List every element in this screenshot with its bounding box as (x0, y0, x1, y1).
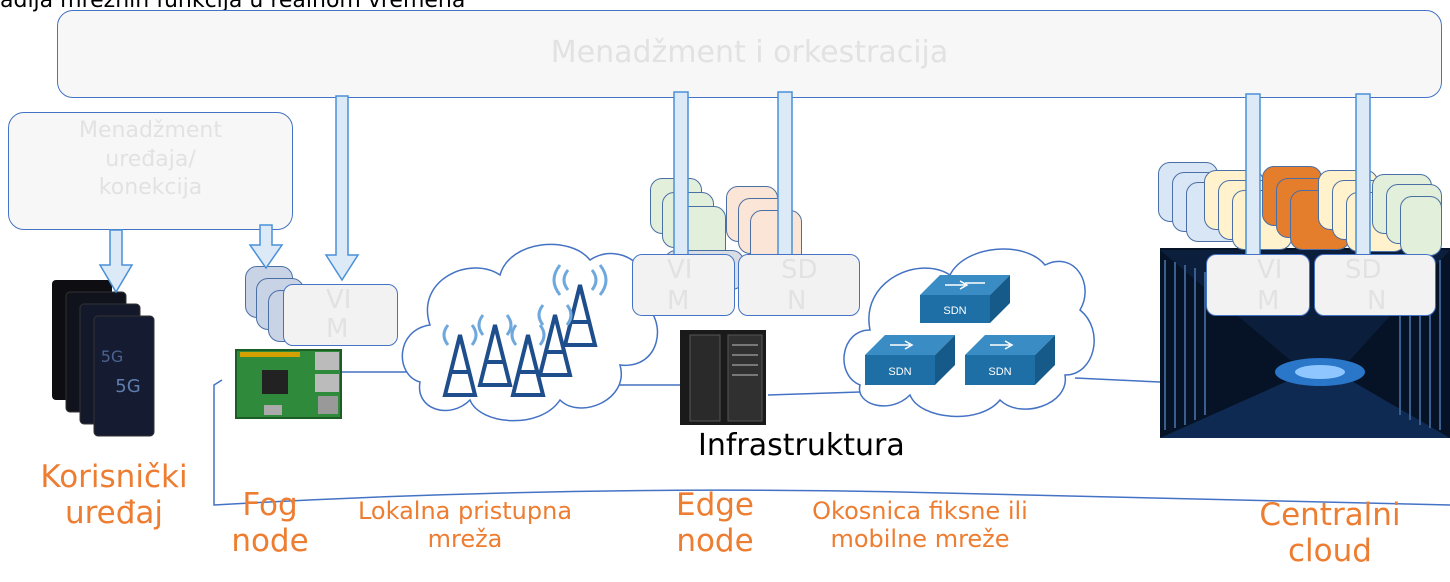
zone-line: Fog (242, 487, 298, 523)
vim-line: VI (667, 255, 693, 285)
svg-text:5G: 5G (101, 347, 124, 366)
sdn-switch-label: SDN (988, 366, 1011, 378)
sdn-switch-icon: SDN (920, 275, 1010, 323)
sdn-switch-label: SDN (888, 366, 911, 378)
device-mgmt-line: konekcija (98, 175, 203, 201)
zone-line: mobilne mreže (830, 524, 1010, 553)
cloud-vim-box: VI M (1206, 254, 1310, 316)
infrastructure-brace (213, 379, 1450, 506)
fog-vim-box: VI M (283, 284, 398, 346)
arrow-down-icon (324, 95, 360, 282)
zone-line: node (676, 522, 754, 559)
management-bar: Menadžment i orkestracija (57, 10, 1442, 98)
edge-sdn-box: SD N (738, 254, 860, 316)
zone-line: cloud (1288, 532, 1372, 569)
zone-line: mreža (427, 524, 503, 553)
zone-line: uređaj (64, 494, 164, 531)
top-caption: adija mrežnih funkcija u realnom vremena (0, 0, 466, 13)
antenna-icon (442, 284, 598, 397)
signal-waves-icon (442, 264, 608, 346)
sdn-switch-label: SDN (943, 305, 966, 317)
vim-line: M (667, 286, 690, 317)
smartphone-stack-icon: 5G 5G (52, 280, 155, 437)
zone-label-edge-node: Edge node (660, 487, 770, 559)
device-mgmt-box: Menadžment uređaja/ konekcija (8, 112, 293, 230)
vim-line: VI (1257, 255, 1283, 285)
sdn-switch-icon: SDN (865, 335, 955, 385)
zone-line: node (231, 522, 309, 559)
zone-line: Okosnica fiksne ili (812, 497, 1028, 525)
sdn-line: N (1367, 286, 1387, 317)
zone-label-backbone: Okosnica fiksne ili mobilne mreže (780, 497, 1060, 553)
zone-line: Korisnički (40, 459, 188, 495)
sdn-line: N (787, 286, 807, 317)
sdn-line: SD (1345, 255, 1382, 285)
sdn-switch-icon: SDN (965, 335, 1055, 385)
server-rack-icon (680, 330, 766, 425)
management-bar-label: Menadžment i orkestracija (550, 35, 949, 70)
device-mgmt-line: Menadžment (79, 118, 222, 143)
zone-line: Lokalna pristupna (357, 497, 573, 525)
zone-line: Centralni (1259, 497, 1401, 533)
zone-label-fog-node: Fog node (215, 487, 325, 559)
cloud-sdn-box: SD N (1314, 254, 1436, 316)
zone-line: Edge (675, 487, 754, 523)
link-line-backbone (767, 391, 861, 396)
zone-label-central-cloud: Centralni cloud (1230, 497, 1430, 569)
device-mgmt-line: uređaja/ (105, 146, 196, 172)
cloud-vnf-stack (1400, 196, 1442, 256)
edge-vim-box: VI M (632, 254, 735, 316)
vim-line: M (326, 314, 349, 345)
sdn-line: SD (781, 255, 818, 285)
fog-board-icon (235, 349, 342, 419)
svg-text:5G: 5G (115, 376, 140, 397)
link-line-cloud (1074, 377, 1161, 383)
arrow-down-icon (98, 229, 134, 294)
arrow-down-icon (248, 224, 284, 270)
vim-line: VI (326, 285, 352, 315)
infrastructure-label: Infrastruktura (698, 428, 905, 463)
vim-line: M (1257, 286, 1280, 317)
zone-label-local-access: Lokalna pristupna mreža (340, 497, 590, 553)
zone-label-user-device: Korisnički uređaj (14, 459, 214, 531)
